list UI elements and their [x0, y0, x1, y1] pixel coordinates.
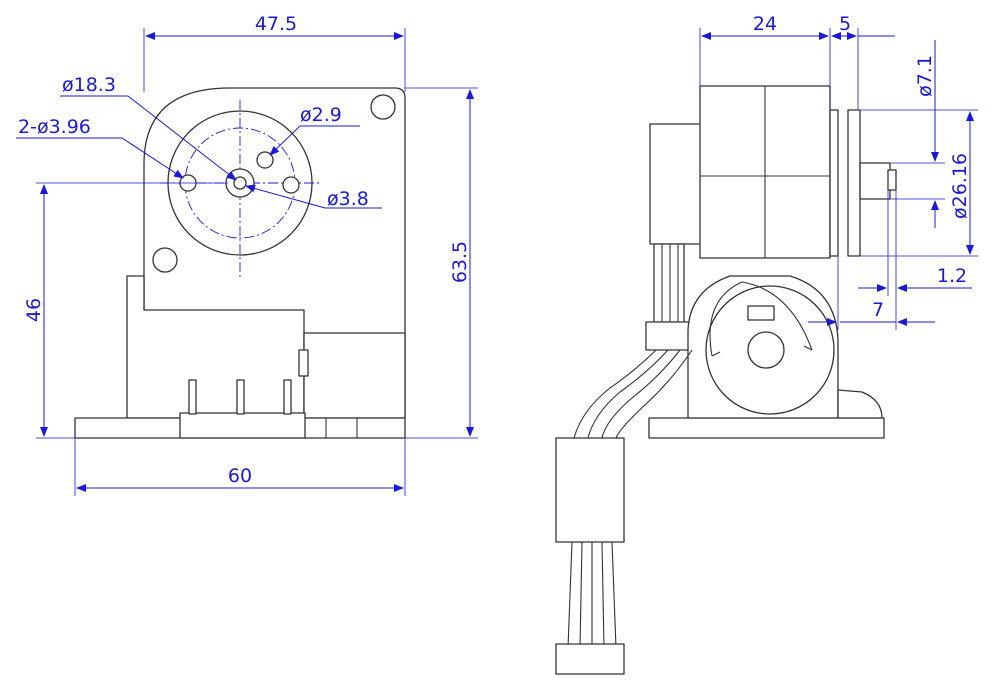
- front-pin: [236, 379, 245, 415]
- side-gear-support: [837, 389, 883, 419]
- front-connector-block: [303, 332, 406, 419]
- side-gear-hub: [747, 331, 785, 369]
- side-view-dimensions: 24 5 ø7.1 ø26.16 1.2 7: [699, 13, 978, 330]
- leader-pin-hole: [269, 125, 301, 156]
- front-pin-hole: [256, 151, 274, 169]
- side-base-plate: [648, 417, 885, 439]
- dim-base-width: 60: [228, 465, 252, 487]
- leader-gear-circle: [127, 95, 237, 181]
- front-connector-tab: [298, 349, 309, 377]
- side-cable-sleeve: [555, 437, 625, 543]
- dim-shaft-diameter: ø7.1: [914, 55, 936, 97]
- side-cam-block: [747, 305, 775, 321]
- leader-mount-holes: [121, 137, 184, 179]
- side-cable: [573, 349, 657, 439]
- dim-height: 63.5: [449, 241, 471, 283]
- front-shaft-inner: [233, 176, 247, 190]
- front-view-dimensions: 47.5 63.5 46 60 ø18.3 2-ø3.96 ø2.9 ø3.8: [16, 13, 478, 496]
- dim-shaft-height: 46: [23, 298, 45, 322]
- front-mount-hole-right: [282, 176, 300, 194]
- dim-flange-diameter: ø26.16: [949, 153, 971, 219]
- front-plate-hole-bottom-left: [152, 247, 178, 273]
- leader-shaft: [245, 184, 326, 209]
- side-flange-plate: [829, 109, 839, 257]
- dim-shaft-length: 7: [872, 299, 884, 321]
- front-connector-housing: [179, 412, 306, 439]
- side-wire-exit: [653, 243, 685, 325]
- side-flange-hub: [859, 162, 891, 200]
- side-view: [555, 85, 897, 675]
- side-shaft-tip: [887, 169, 897, 191]
- dim-pin-hole: ø2.9: [300, 104, 342, 126]
- dim-shaft: ø3.8: [327, 188, 369, 210]
- side-rear-box: [649, 123, 703, 245]
- dim-flange-offset: 5: [839, 13, 851, 35]
- side-flange: [847, 109, 861, 257]
- front-view: [74, 87, 406, 439]
- front-pin: [188, 379, 197, 415]
- dim-shaft-step: 1.2: [937, 265, 967, 287]
- front-plate-hole-top-right: [370, 94, 396, 120]
- dim-mount-holes: 2-ø3.96: [18, 116, 91, 138]
- side-wire-clip: [645, 321, 693, 351]
- dim-motor-depth: 24: [753, 13, 777, 35]
- dim-gear-circle: ø18.3: [62, 74, 116, 96]
- side-connector-plug: [555, 643, 625, 675]
- front-pin: [283, 379, 292, 415]
- dim-width-top: 47.5: [255, 13, 297, 35]
- side-cam-arm: [709, 281, 813, 357]
